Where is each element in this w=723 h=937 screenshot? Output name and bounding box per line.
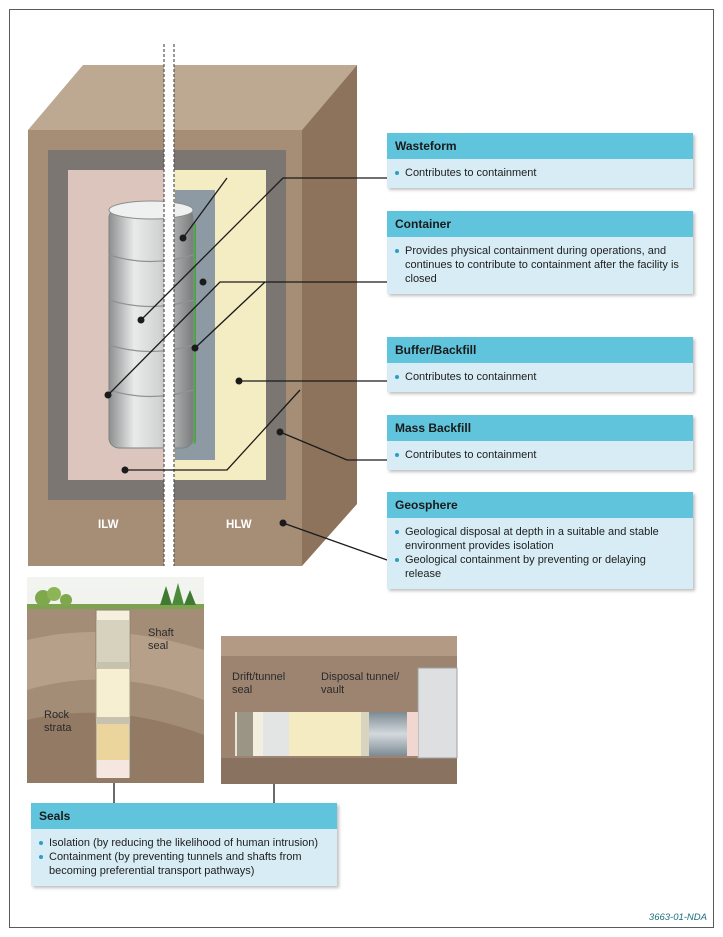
tree-icon: [35, 583, 196, 606]
ilw-label: ILW: [98, 519, 119, 531]
geosphere-card: Geosphere Geological disposal at depth i…: [387, 492, 693, 589]
drift-tunnel-seal-label: Drift/tunnel seal: [232, 671, 286, 696]
container-card: Container Provides physical containment …: [387, 211, 693, 294]
card-bullet: Provides physical containment during ope…: [395, 244, 685, 286]
card-bullet: Contributes to containment: [395, 448, 685, 462]
wasteform-card: Wasteform Contributes to containment: [387, 133, 693, 188]
card-bullet: Containment (by preventing tunnels and s…: [39, 850, 329, 878]
shaft-line: [163, 44, 175, 566]
shaft-seal-inset: [27, 577, 204, 783]
card-title: Mass Backfill: [387, 415, 693, 441]
card-bullet: Contributes to containment: [395, 166, 685, 180]
rock-strata-label: Rock strata: [44, 709, 72, 734]
hlw-label: HLW: [226, 519, 252, 531]
card-title: Seals: [31, 803, 337, 829]
card-bullet: Geological containment by preventing or …: [395, 553, 685, 581]
card-bullet: Geological disposal at depth in a suitab…: [395, 525, 685, 553]
card-title: Wasteform: [387, 133, 693, 159]
card-title: Container: [387, 211, 693, 237]
card-bullet: Isolation (by reducing the likelihood of…: [39, 836, 329, 850]
figure-reference: 3663-01-NDA: [648, 912, 707, 923]
shaft-seal-label: Shaft seal: [148, 627, 174, 652]
card-title: Geosphere: [387, 492, 693, 518]
block-top-face: [28, 65, 357, 130]
seals-card: Seals Isolation (by reducing the likelih…: [31, 803, 337, 886]
mass-backfill-card: Mass Backfill Contributes to containment: [387, 415, 693, 470]
card-bullet: Contributes to containment: [395, 370, 685, 384]
disposal-tunnel-vault-label: Disposal tunnel/ vault: [321, 671, 400, 696]
leader-dots: [104, 234, 287, 527]
block-side-face: [302, 65, 357, 566]
buffer-backfill-card: Buffer/Backfill Contributes to containme…: [387, 337, 693, 392]
tunnel-seal-inset: [221, 636, 458, 784]
card-title: Buffer/Backfill: [387, 337, 693, 363]
